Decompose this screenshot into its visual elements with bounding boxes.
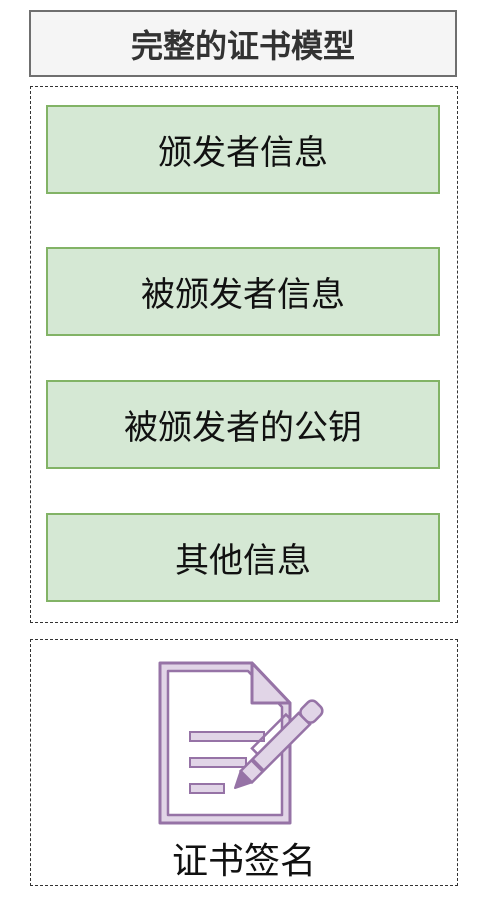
diagram-title: 完整的证书模型 <box>29 10 457 77</box>
field-issuer-info: 颁发者信息 <box>46 105 440 194</box>
document-pen-icon <box>158 661 324 825</box>
field-subject-public-key: 被颁发者的公钥 <box>46 380 440 469</box>
certificate-info-group <box>30 86 458 623</box>
field-other-info: 其他信息 <box>46 513 440 602</box>
certificate-signature-group <box>30 639 458 886</box>
field-subject-info: 被颁发者信息 <box>46 247 440 336</box>
signature-label: 证书签名 <box>171 841 316 882</box>
